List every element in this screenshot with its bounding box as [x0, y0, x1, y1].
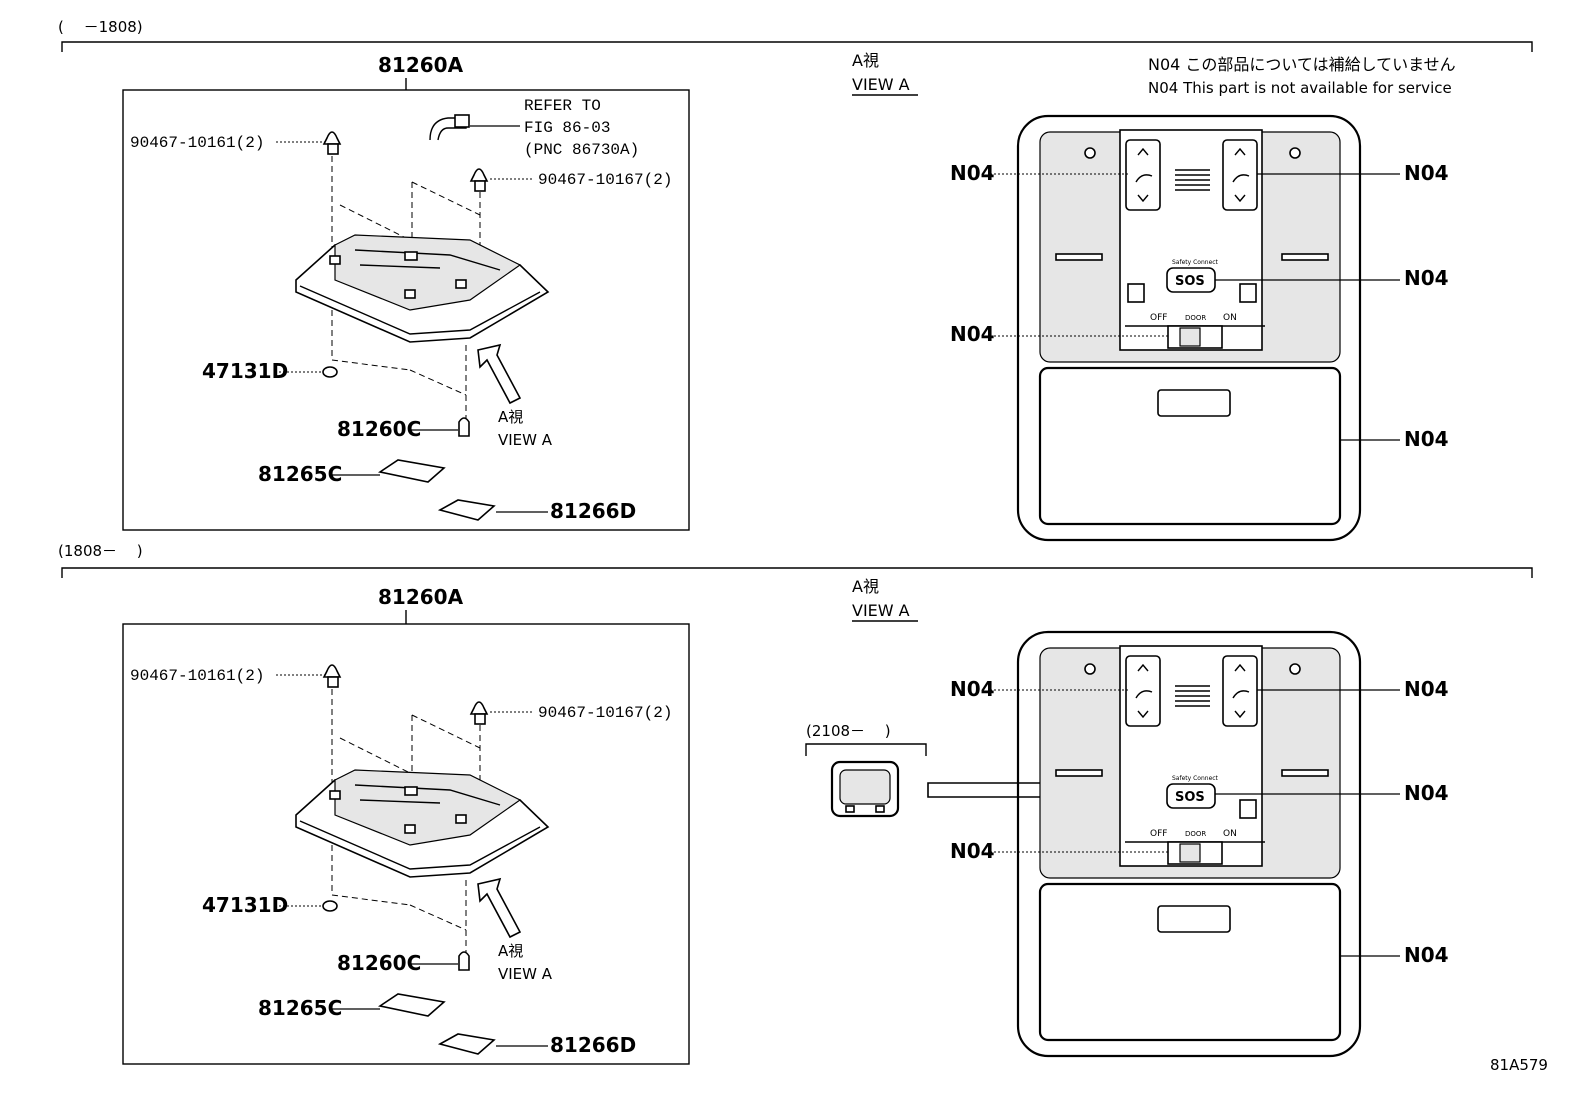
bottom-callout-5: N04: [1404, 943, 1449, 967]
top-view-header-en: VIEW A: [852, 75, 910, 94]
bottom-clip-left-icon: [322, 664, 342, 688]
bottom-cover-c-label: 81265C: [258, 996, 342, 1020]
bottom-cover-c-icon: [377, 993, 446, 1017]
bottom-holder-latch: [1157, 905, 1231, 933]
top-callout-5: N04: [1404, 427, 1449, 451]
top-on-text: ON: [1223, 313, 1237, 323]
top-callout-1: N04: [950, 161, 995, 185]
top-overhead-console: Safety Connect SOS OFF DOOR ON: [1016, 114, 1362, 542]
top-view-header-jp: A視: [852, 51, 879, 70]
top-cover-c-label: 81265C: [258, 462, 342, 486]
top-sunglass-holder: [1038, 366, 1342, 526]
top-assembly-label: 81260A: [378, 53, 464, 77]
bottom-off-text: OFF: [1150, 829, 1167, 839]
top-view-a: A視 VIEW A Safety Connect SOS: [852, 51, 1449, 542]
bottom-callout-2: N04: [1404, 677, 1449, 701]
top-clip-left-icon: [322, 131, 342, 155]
top-clip-right-icon: [469, 168, 489, 192]
top-door-text: DOOR: [1185, 314, 1206, 322]
bottom-view-a: A視 VIEW A (2108－ ): [805, 577, 1449, 1058]
figure-code: 81A579: [1490, 1056, 1548, 1074]
section-top-range: ( －1808): [58, 18, 143, 36]
top-connector: [454, 114, 470, 128]
bottom-callout-4: N04: [950, 839, 995, 863]
bottom-view-jp: A視: [498, 942, 523, 960]
top-refer-line2: FIG 86-03: [524, 119, 610, 137]
section-top-bracket: [61, 41, 1533, 52]
bottom-sos-button: [1166, 783, 1216, 809]
bottom-bulb-icon: [458, 951, 470, 971]
top-lens-icon: [322, 366, 338, 378]
bottom-exploded-view: 81260A 90467-10161(2) 90467-10167(2): [122, 585, 690, 1065]
top-callout-2: N04: [1404, 161, 1449, 185]
bottom-variant-range: (2108－ ): [806, 722, 891, 740]
top-cover-d-label: 81266D: [550, 499, 636, 523]
top-refer-line3: (PNC 86730A): [524, 141, 639, 159]
top-cover-c-icon: [377, 459, 446, 483]
note-jp: N04 この部品については補給していません: [1148, 55, 1456, 74]
top-refer-line1: REFER TO: [524, 97, 601, 115]
top-view-jp: A視: [498, 408, 523, 426]
section-bottom-range: (1808－ ): [58, 542, 143, 560]
bottom-small-label: Safety Connect: [1172, 775, 1219, 782]
top-off-text: OFF: [1150, 313, 1167, 323]
bottom-lens-icon: [322, 900, 338, 912]
bottom-sos-text: SOS: [1175, 790, 1205, 805]
top-map-lamp-body: [295, 234, 550, 343]
bottom-view-header-en: VIEW A: [852, 601, 910, 620]
bottom-speaker-grille: [1175, 685, 1210, 707]
bottom-view-arrow: [477, 877, 522, 939]
bottom-sunglass-holder: [1038, 882, 1342, 1042]
top-bulb-icon: [458, 417, 470, 437]
bottom-cover-d-icon: [437, 1033, 496, 1055]
bottom-lens-label: 47131D: [202, 893, 288, 917]
top-holder-latch: [1157, 389, 1231, 417]
note-en: N04 This part is not available for servi…: [1148, 79, 1452, 97]
top-assembly-box: [122, 89, 690, 531]
top-speaker-grille: [1175, 169, 1210, 191]
top-callout-3: N04: [1404, 266, 1449, 290]
top-clip-right: 90467-10167(2): [538, 171, 672, 189]
section-bottom-bracket: [61, 567, 1533, 578]
bottom-view-en: VIEW A: [498, 965, 553, 983]
bottom-map-lamp-body: [295, 769, 550, 878]
top-lens-label: 47131D: [202, 359, 288, 383]
top-clip-left: 90467-10161(2): [130, 134, 264, 152]
bottom-assembly-box: [122, 623, 690, 1065]
bottom-clip-right-icon: [469, 701, 489, 725]
bottom-overhead-console: Safety Connect SOS OFF DOOR ON: [1016, 630, 1362, 1058]
bottom-view-header-jp: A視: [852, 577, 879, 596]
bottom-callout-3: N04: [1404, 781, 1449, 805]
top-view-arrow: [477, 343, 522, 405]
top-bulb-label: 81260C: [337, 417, 421, 441]
bottom-door-text: DOOR: [1185, 830, 1206, 838]
bottom-cover-d-label: 81266D: [550, 1033, 636, 1057]
bottom-assembly-label: 81260A: [378, 585, 464, 609]
bottom-bulb-label: 81260C: [337, 951, 421, 975]
top-cover-d-icon: [437, 499, 496, 521]
bottom-clip-right: 90467-10167(2): [538, 704, 672, 722]
bottom-on-text: ON: [1223, 829, 1237, 839]
bottom-callout-1: N04: [950, 677, 995, 701]
top-exploded-view: 81260A REFER TO FIG 86-03 (PNC 86730A) 9…: [122, 53, 690, 531]
top-small-label: Safety Connect: [1172, 259, 1219, 266]
bottom-variant-sos-icon: [830, 760, 900, 818]
top-callout-4: N04: [950, 322, 995, 346]
bottom-clip-left: 90467-10161(2): [130, 667, 264, 685]
bottom-variant-bracket: [805, 743, 927, 756]
top-view-en: VIEW A: [498, 431, 553, 449]
top-sos-text: SOS: [1175, 274, 1205, 289]
